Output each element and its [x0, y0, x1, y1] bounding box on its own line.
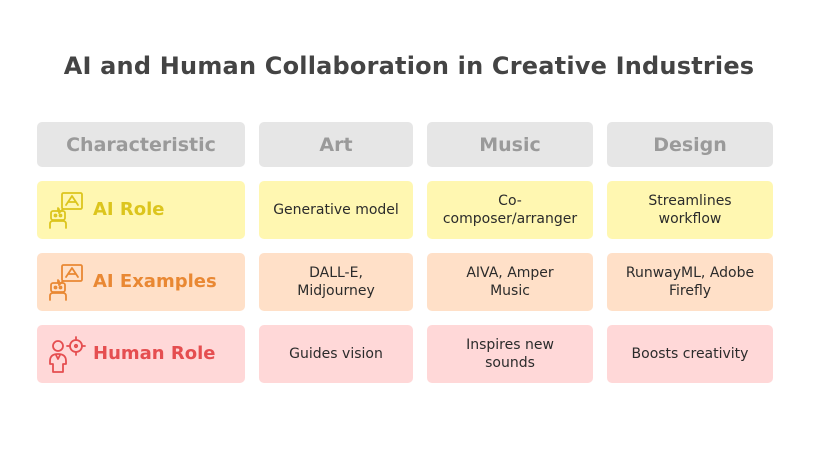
row-label-ai-examples: AI Examples	[93, 271, 217, 292]
header-design: Design	[607, 122, 773, 167]
header-art: Art	[259, 122, 413, 167]
row-label-human-role: Human Role	[93, 343, 216, 364]
cell-ai-examples-design: RunwayML, Adobe Firefly	[607, 253, 773, 311]
cell-ai-role-design: Streamlines workflow	[607, 181, 773, 239]
ai-assistant-icon	[47, 190, 87, 230]
cell-human-role-art: Guides vision	[259, 325, 413, 383]
person-target-icon	[47, 334, 87, 374]
cell-ai-role-art: Generative model	[259, 181, 413, 239]
row-head-ai-role: AI Role	[37, 181, 245, 239]
cell-ai-role-music: Co-composer/arranger	[427, 181, 593, 239]
header-music: Music	[427, 122, 593, 167]
row-label-ai-role: AI Role	[93, 199, 165, 220]
ai-assistant-icon	[47, 262, 87, 302]
header-characteristic: Characteristic	[37, 122, 245, 167]
cell-ai-examples-music: AIVA, Amper Music	[427, 253, 593, 311]
cell-human-role-music: Inspires new sounds	[427, 325, 593, 383]
cell-ai-examples-art: DALL-E, Midjourney	[259, 253, 413, 311]
row-head-human-role: Human Role	[37, 325, 245, 383]
diagram-title: AI and Human Collaboration in Creative I…	[63, 52, 755, 80]
row-head-ai-examples: AI Examples	[37, 253, 245, 311]
cell-human-role-design: Boosts creativity	[607, 325, 773, 383]
